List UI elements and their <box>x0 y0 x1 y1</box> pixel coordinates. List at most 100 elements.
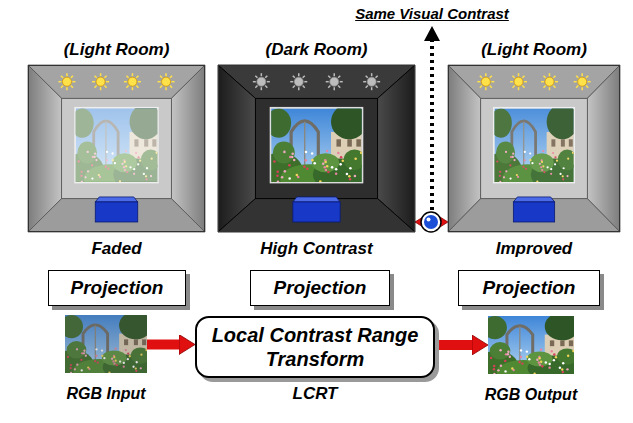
room-illustration: (Light Room)Improved <box>448 65 620 232</box>
dotted-arrow <box>430 40 434 210</box>
photo-flower <box>281 176 284 179</box>
photo-flower <box>539 363 541 365</box>
lamp-ray <box>522 76 524 78</box>
photo-flower <box>548 363 550 365</box>
lamp-ray <box>253 81 256 83</box>
lamp-ray <box>490 86 492 88</box>
photo-tree <box>271 108 291 137</box>
photo-flower <box>528 358 530 360</box>
lamp-ray <box>549 87 551 90</box>
photo-flower <box>354 175 357 178</box>
lamp-ray <box>581 87 583 90</box>
photo-flower <box>311 159 314 162</box>
room-label: (Light Room) <box>64 40 170 60</box>
lamp-ray <box>543 86 545 88</box>
lamp-ray <box>510 81 513 83</box>
photo-flower <box>346 173 349 176</box>
room-drawing <box>218 65 415 232</box>
bright-overlay <box>494 108 573 181</box>
ceiling-lamp <box>162 77 171 86</box>
box-label: Projection <box>71 277 164 299</box>
lamp-ray <box>136 76 138 78</box>
photo-flower <box>349 178 352 181</box>
lamp-ray <box>124 81 127 83</box>
photo-content <box>488 316 574 374</box>
lamp-ray <box>71 86 73 88</box>
photo-foliage <box>490 342 511 359</box>
photo-tree <box>545 316 574 340</box>
photo-flower <box>293 159 296 162</box>
photo-foliage <box>557 348 574 364</box>
photo-flower <box>511 367 513 369</box>
photo-flower <box>276 171 279 174</box>
lamp-ray <box>524 81 527 83</box>
dull-overlay <box>65 315 147 373</box>
room-outline <box>449 66 620 232</box>
photo-flower <box>303 165 306 168</box>
photo-flower <box>340 156 343 159</box>
lamp-ray <box>58 81 61 83</box>
lamp-ray <box>553 76 555 78</box>
lamp-ray <box>543 76 545 78</box>
lamp-ray <box>586 76 588 78</box>
washout-overlay <box>76 108 157 181</box>
photo-flower <box>306 167 309 170</box>
projector <box>95 202 137 222</box>
photo-flower <box>518 361 520 363</box>
photo-flower <box>504 370 506 372</box>
photo-thumbnail: RGB Input <box>65 315 147 373</box>
box-label: Projection <box>274 277 367 299</box>
lamp-ray <box>328 86 330 88</box>
lamp-ray <box>61 86 63 88</box>
photo-flower <box>326 150 329 153</box>
lamp-ray <box>255 86 257 88</box>
photo-flower <box>324 166 327 169</box>
photo-foliage <box>344 150 362 171</box>
room-drawing <box>28 65 205 232</box>
ceiling-lamp <box>96 77 105 86</box>
photo-flower <box>277 181 280 182</box>
lamp-ray <box>371 73 373 76</box>
lamp-ray <box>126 76 128 78</box>
lamp-ray <box>104 86 106 88</box>
lamp-ray <box>513 76 515 78</box>
photo-flower <box>273 160 276 163</box>
image-caption: RGB Output <box>485 386 577 404</box>
photo-flower <box>572 350 574 352</box>
photo-flower <box>349 167 352 170</box>
lamp-ray <box>265 76 267 78</box>
lamp-ray <box>490 76 492 78</box>
lamp-ray <box>338 76 340 78</box>
photo-tree <box>331 108 362 139</box>
lamp-ray <box>100 73 102 76</box>
lamp-ray <box>303 76 305 78</box>
lamp-ray <box>92 81 95 83</box>
photo-flower <box>288 177 291 180</box>
photo-flower <box>533 372 535 374</box>
lamp-ray <box>95 76 97 78</box>
photo-flower <box>567 354 569 356</box>
photo-flower <box>545 361 547 363</box>
photo-flower <box>540 361 542 363</box>
photo-tree <box>488 316 507 339</box>
photo-flower <box>322 163 325 166</box>
contrast-caption: Improved <box>496 239 573 259</box>
lamp-ray <box>261 87 263 90</box>
photo-flower <box>324 161 327 164</box>
process-box: Projection <box>250 270 390 306</box>
photo-flower <box>335 173 338 176</box>
photo-flower <box>520 349 522 351</box>
contrast-caption: Faded <box>91 239 141 259</box>
photo-content <box>76 108 157 181</box>
ceiling-lamp <box>367 77 376 86</box>
room-label: (Light Room) <box>481 40 587 60</box>
room-label: (Dark Room) <box>265 40 367 60</box>
photo-flower <box>319 180 322 182</box>
ceiling-lamp <box>294 77 303 86</box>
lamp-ray <box>304 81 307 83</box>
lamp-ray <box>491 81 494 83</box>
room-back-wall <box>62 98 172 198</box>
photo-flower <box>348 175 351 178</box>
room-frame <box>448 65 620 232</box>
